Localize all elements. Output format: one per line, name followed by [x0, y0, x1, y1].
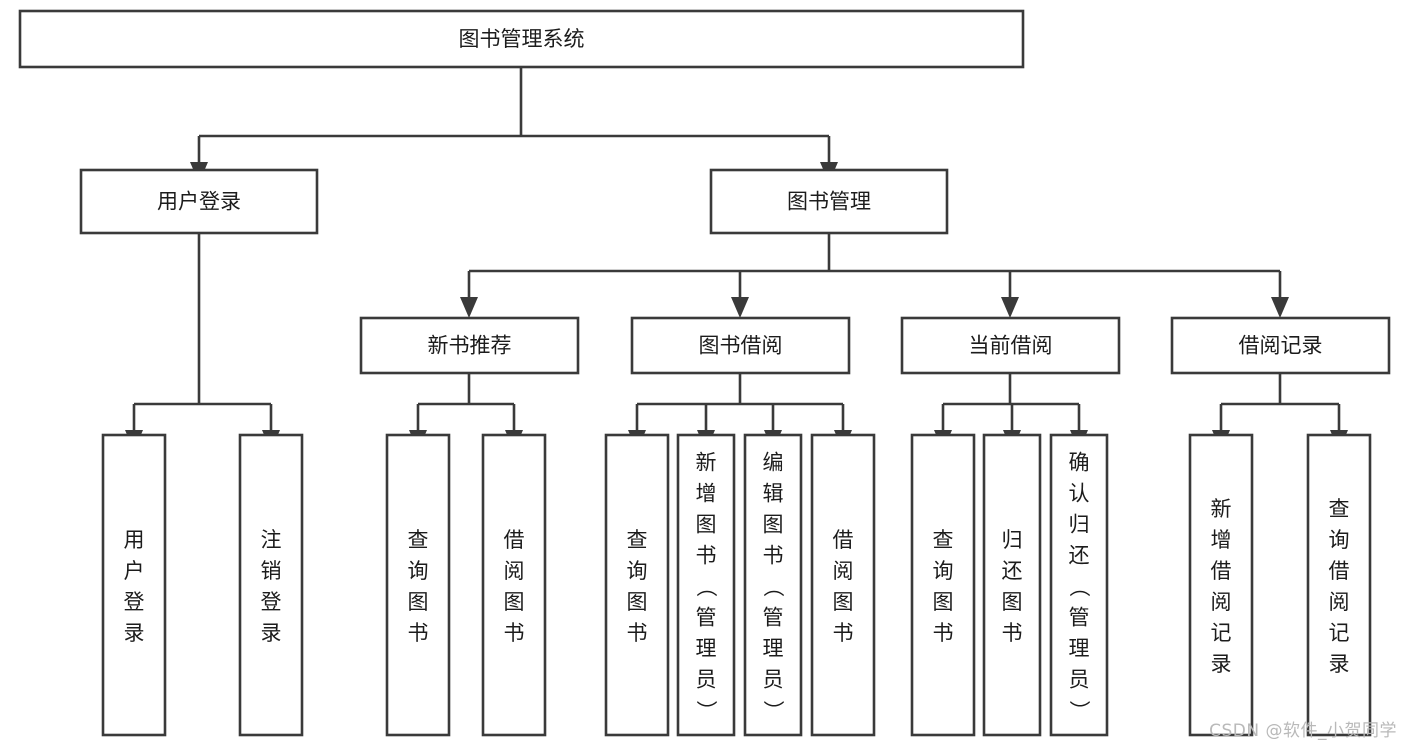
- node-box[interactable]: [385, 433, 451, 737]
- node-box[interactable]: [604, 433, 670, 737]
- node-label-paren: （: [694, 576, 718, 597]
- node-box[interactable]: [1306, 433, 1372, 737]
- node-box[interactable]: [630, 316, 851, 375]
- node-leaf3[interactable]: 查询图书: [385, 433, 451, 737]
- node-label-paren: （: [761, 576, 785, 597]
- node-box[interactable]: [238, 433, 304, 737]
- node-leaf12[interactable]: 新增借阅记录: [1188, 433, 1254, 737]
- node-label: 新增借阅记录: [1211, 497, 1232, 676]
- node-label: 查询图书: [408, 528, 429, 645]
- node-leaf9[interactable]: 查询图书: [910, 433, 976, 737]
- node-leaf11[interactable]: （ ） 确认归还管理员: [1049, 433, 1109, 737]
- node-current[interactable]: 当前借阅: [900, 316, 1121, 375]
- node-label: 借阅记录: [1239, 334, 1323, 358]
- node-label: 注销登录: [261, 528, 282, 645]
- arrow-head-icon: [1001, 297, 1019, 318]
- node-records[interactable]: 借阅记录: [1170, 316, 1391, 375]
- arrow-head-icon: [731, 297, 749, 318]
- node-label: 确认归还管理员: [1069, 451, 1090, 692]
- connector-group: [190, 67, 838, 183]
- node-leaf4[interactable]: 借阅图书: [481, 433, 547, 737]
- node-label: 编辑图书管理员: [763, 451, 784, 692]
- node-label: 新增图书管理员: [696, 451, 717, 692]
- node-label: 借阅图书: [833, 528, 854, 645]
- node-box[interactable]: [743, 433, 803, 737]
- node-label: 用户登录: [124, 528, 145, 645]
- node-leaf1[interactable]: 用户登录: [101, 433, 167, 737]
- node-borrow[interactable]: 图书借阅: [630, 316, 851, 375]
- node-leaf5[interactable]: 查询图书: [604, 433, 670, 737]
- node-box[interactable]: [481, 433, 547, 737]
- node-box[interactable]: [359, 316, 580, 375]
- connector-group: [460, 233, 1289, 318]
- node-label: 查询图书: [933, 528, 954, 645]
- node-label: 当前借阅: [969, 334, 1053, 358]
- node-label: 归还图书: [1002, 528, 1023, 645]
- node-label: 查询借阅记录: [1329, 497, 1350, 676]
- node-label: 查询图书: [627, 528, 648, 645]
- arrow-head-icon: [1271, 297, 1289, 318]
- node-label-paren: ）: [694, 700, 718, 721]
- connector-group: [125, 233, 280, 451]
- node-box[interactable]: [676, 433, 736, 737]
- arrow-head-icon: [460, 297, 478, 318]
- node-label: 图书借阅: [699, 334, 783, 358]
- node-label-paren: ）: [1067, 700, 1091, 721]
- node-label: 图书管理系统: [459, 27, 585, 51]
- node-leaf13[interactable]: 查询借阅记录: [1306, 433, 1372, 737]
- node-leaf2[interactable]: 注销登录: [238, 433, 304, 737]
- csdn-watermark: CSDN @软件_小贺同学: [1209, 721, 1397, 741]
- node-newbook[interactable]: 新书推荐: [359, 316, 580, 375]
- node-box[interactable]: [982, 433, 1042, 737]
- node-bookmgmt[interactable]: 图书管理: [709, 168, 949, 235]
- node-leaf6[interactable]: （ ） 新增图书管理员: [676, 433, 736, 737]
- node-label: 借阅图书: [504, 528, 525, 645]
- node-label-paren: （: [1067, 576, 1091, 597]
- node-leaf7[interactable]: （ ） 编辑图书管理员: [743, 433, 803, 737]
- node-box[interactable]: [900, 316, 1121, 375]
- node-box[interactable]: [1170, 316, 1391, 375]
- node-label-paren: ）: [761, 700, 785, 721]
- node-label: 图书管理: [787, 190, 871, 214]
- node-leaf10[interactable]: 归还图书: [982, 433, 1042, 737]
- node-box[interactable]: [1188, 433, 1254, 737]
- node-leaf8[interactable]: 借阅图书: [810, 433, 876, 737]
- nodes-layer: 图书管理系统用户登录图书管理新书推荐图书借阅当前借阅借阅记录用户登录注销登录查询…: [18, 9, 1391, 737]
- node-box[interactable]: [709, 168, 949, 235]
- node-box[interactable]: [79, 168, 319, 235]
- connectors-layer: [125, 67, 1348, 451]
- node-root[interactable]: 图书管理系统: [18, 9, 1025, 69]
- node-box[interactable]: [1049, 433, 1109, 737]
- node-login[interactable]: 用户登录: [79, 168, 319, 235]
- node-box[interactable]: [101, 433, 167, 737]
- node-label: 新书推荐: [428, 334, 512, 358]
- node-box[interactable]: [18, 9, 1025, 69]
- node-box[interactable]: [910, 433, 976, 737]
- node-box[interactable]: [810, 433, 876, 737]
- node-label: 用户登录: [157, 190, 241, 214]
